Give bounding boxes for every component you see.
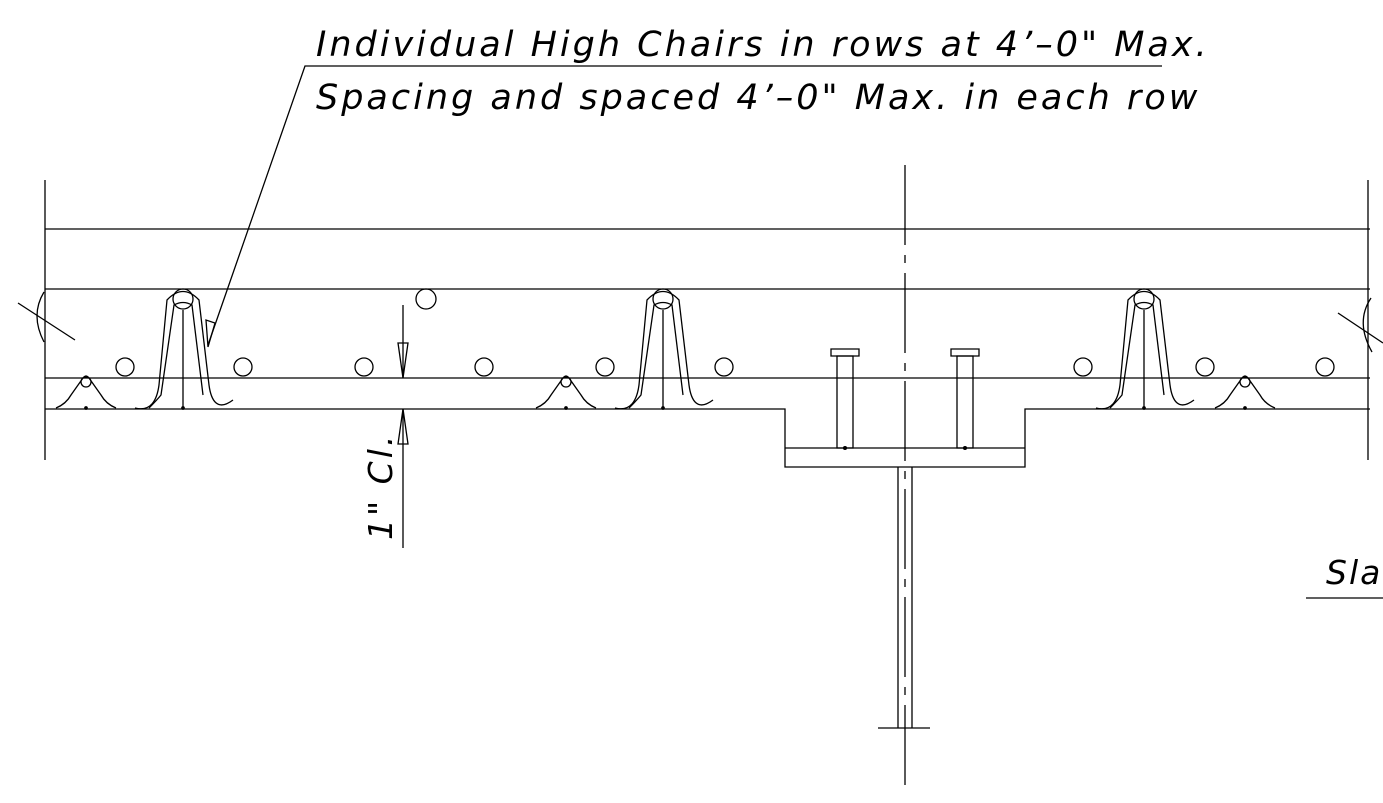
bottom-rebar [116,358,134,376]
slab-bolster [56,376,116,408]
annotation-line-1: Individual High Chairs in rows at 4’–0" … [316,25,1210,65]
bottom-rebar [596,358,614,376]
slab-bolster [536,376,596,408]
cover-arrow-down [398,343,408,378]
bottom-rebar [234,358,252,376]
bolster-bar [561,377,571,387]
high-chair-inner [629,303,683,409]
bottom-rebar [1316,358,1334,376]
shear-stud-right [951,349,979,448]
bottom-rebar [1074,358,1092,376]
bolster-bar [1240,377,1250,387]
top-rebar [1134,289,1154,309]
leader-arrowhead [206,320,215,347]
annotation-leader [208,66,1162,345]
bolster-foot [85,407,87,409]
annotation-line-2: Spacing and spaced 4’–0" Max. in each ro… [316,78,1200,118]
high-chair [1096,292,1194,409]
slab-bottom-profile [45,409,1370,467]
high-chair-foot [182,407,184,409]
top-rebar [653,289,673,309]
stud-weld-dot [844,447,847,450]
high-chair-foot [1143,407,1145,409]
high-chair-inner [149,303,203,409]
bolster-foot [1244,407,1246,409]
top-rebar [416,289,436,309]
bottom-rebar [1196,358,1214,376]
high-chair-inner [1110,303,1164,409]
cover-arrow-up [398,409,408,444]
rebar-layer [56,289,1334,449]
top-rebar [173,289,193,309]
high-chair [135,292,233,409]
bottom-rebar [355,358,373,376]
section-title-text: Sla [1326,553,1382,592]
bottom-rebar [475,358,493,376]
right-break-mark [1338,298,1383,352]
shear-stud-left [831,349,859,448]
bolster-foot [565,407,567,409]
stud-weld-dot [964,447,967,450]
bolster-bar [81,377,91,387]
cover-dimension-label: 1" Cl. [361,433,400,540]
high-chair [615,292,713,409]
slab-bolster [1215,376,1275,408]
bottom-rebar [715,358,733,376]
high-chair-foot [662,407,664,409]
left-break-mark [18,292,75,342]
